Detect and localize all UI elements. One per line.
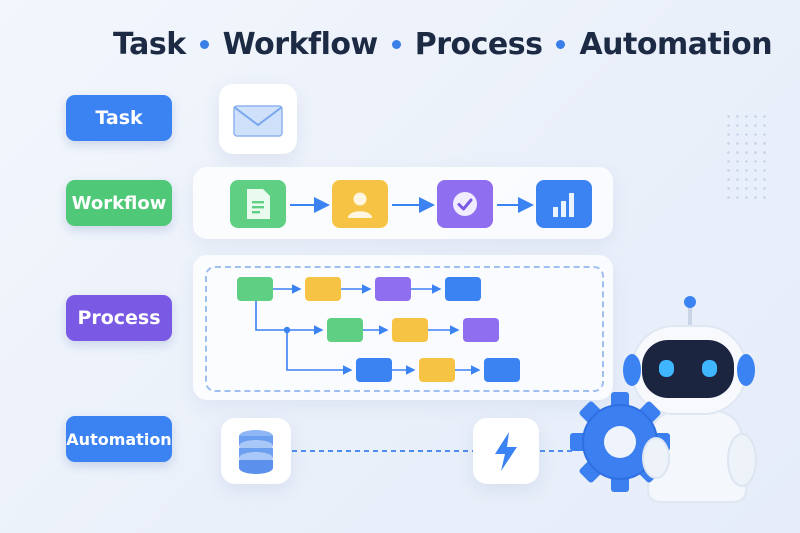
title-separator-dot: [391, 39, 401, 49]
process-node: [305, 277, 341, 301]
lightning-card: [473, 418, 539, 484]
user-tile: [332, 180, 388, 228]
title-automation: Automation: [579, 26, 773, 62]
task-label: Task: [66, 95, 172, 141]
process-node: [327, 318, 363, 342]
user-icon: [348, 192, 372, 218]
database-icon: [239, 430, 273, 474]
process-node: [237, 277, 273, 301]
workflow-label: Workflow: [66, 180, 172, 226]
process-node: [375, 277, 411, 301]
automation-label: Automation: [66, 416, 172, 462]
title-task: Task: [113, 26, 186, 62]
process-node: [356, 358, 392, 382]
bar-chart-icon: [553, 193, 574, 217]
title-separator-dot: [199, 39, 209, 49]
chart-tile: [536, 180, 592, 228]
task-card: [219, 84, 297, 154]
title-workflow: Workflow: [222, 26, 379, 62]
title-process: Process: [414, 26, 543, 62]
title-separator-dot: [556, 39, 566, 49]
decorative-dot-grid: [724, 112, 772, 202]
document-icon: [247, 189, 270, 219]
automation-dashed-line: [292, 450, 476, 452]
process-node: [392, 318, 428, 342]
robot-icon: [623, 296, 757, 503]
process-node: [484, 358, 520, 382]
process-node: [445, 277, 481, 301]
check-icon: [453, 192, 477, 216]
lightning-icon: [495, 432, 517, 471]
process-label: Process: [66, 295, 172, 341]
process-node: [419, 358, 455, 382]
check-tile: [437, 180, 493, 228]
document-tile: [230, 180, 286, 228]
database-card: [221, 418, 291, 484]
envelope-icon: [233, 105, 283, 137]
process-dashed-frame: [205, 266, 604, 392]
process-node: [463, 318, 499, 342]
robot-illustration: [570, 296, 757, 503]
automation-dashed-line-2: [540, 450, 574, 452]
page-title: Task Workflow Process Automation: [113, 22, 773, 66]
